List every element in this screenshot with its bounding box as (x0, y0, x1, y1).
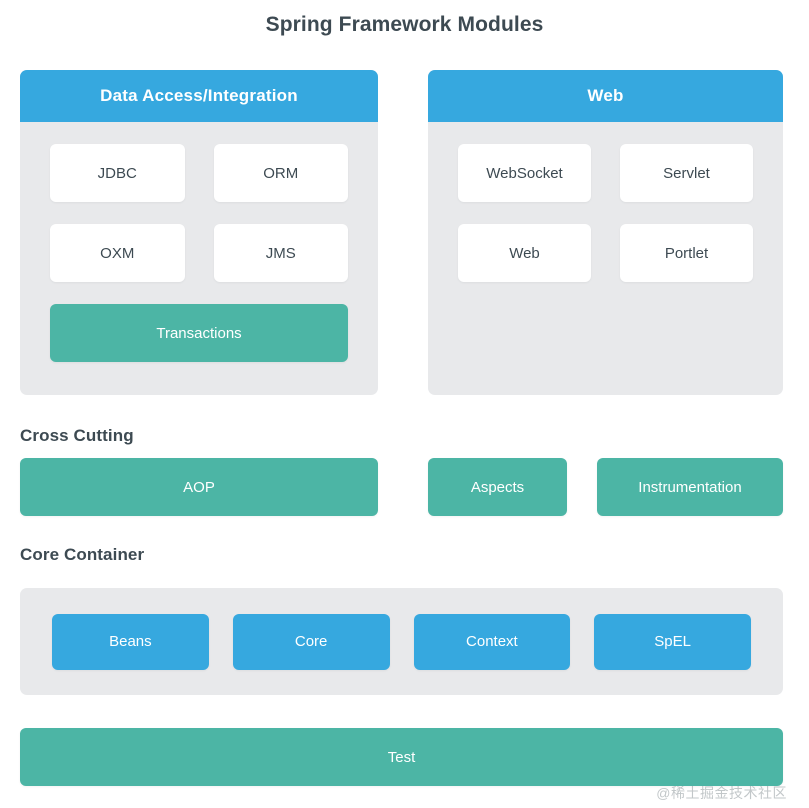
card-row: WebSocket Servlet (458, 144, 753, 202)
module-box-beans[interactable]: Beans (52, 613, 209, 670)
panel-data-access-integration: Data Access/Integration JDBC ORM OXM JMS… (20, 70, 378, 395)
panel-header-data-access-integration: Data Access/Integration (20, 70, 378, 122)
module-card-jms[interactable]: JMS (213, 224, 348, 282)
module-card-websocket[interactable]: WebSocket (458, 144, 591, 202)
module-card-web[interactable]: Web (458, 224, 591, 282)
card-row: JDBC ORM (50, 144, 348, 202)
panel-body-data-access-integration: JDBC ORM OXM JMS Transactions (20, 122, 378, 362)
card-row: Web Portlet (458, 224, 753, 282)
module-card-oxm[interactable]: OXM (50, 224, 185, 282)
module-card-servlet[interactable]: Servlet (620, 144, 753, 202)
panel-header-web: Web (428, 70, 783, 122)
section-label-cross-cutting: Cross Cutting (20, 426, 134, 445)
module-box-spel[interactable]: SpEL (594, 613, 751, 670)
module-card-transactions[interactable]: Transactions (50, 304, 348, 362)
module-bar-instrumentation[interactable]: Instrumentation (597, 458, 783, 516)
panel-core-container: Beans Core Context SpEL (20, 588, 783, 695)
module-bar-aspects[interactable]: Aspects (428, 458, 567, 516)
panel-web: Web WebSocket Servlet Web Portlet (428, 70, 783, 395)
module-box-context[interactable]: Context (413, 613, 571, 670)
card-row: OXM JMS (50, 224, 348, 282)
module-bar-aop[interactable]: AOP (20, 458, 378, 516)
module-bar-test[interactable]: Test (20, 728, 783, 786)
module-box-core[interactable]: Core (232, 613, 390, 670)
page-title: Spring Framework Modules (265, 13, 544, 36)
section-label-core-container: Core Container (20, 545, 145, 564)
module-card-orm[interactable]: ORM (213, 144, 348, 202)
module-card-portlet[interactable]: Portlet (620, 224, 753, 282)
module-card-jdbc[interactable]: JDBC (50, 144, 185, 202)
watermark: @稀土掘金技术社区 (656, 785, 787, 801)
panel-body-web: WebSocket Servlet Web Portlet (428, 122, 783, 282)
